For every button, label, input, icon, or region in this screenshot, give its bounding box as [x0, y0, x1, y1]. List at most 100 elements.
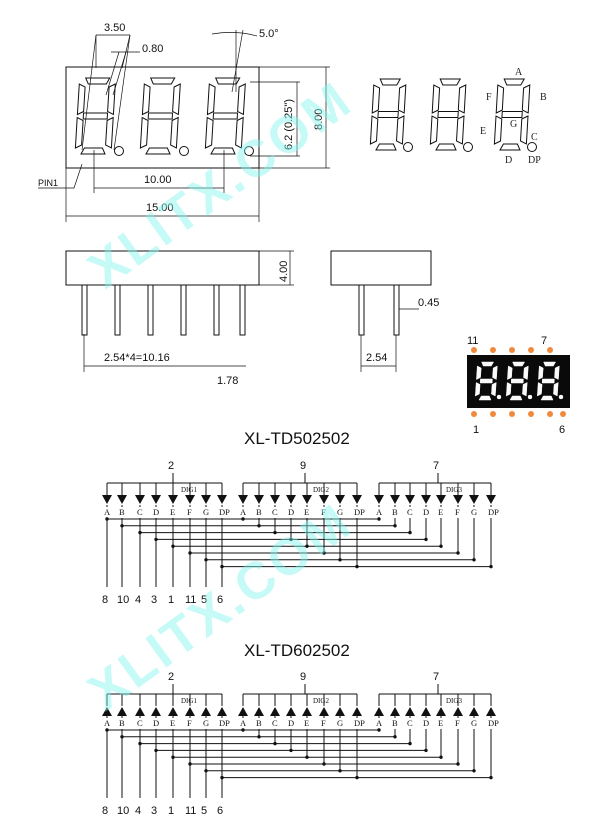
segment-g: [377, 111, 399, 118]
segment-label: F: [455, 718, 460, 728]
led-diode: [374, 495, 384, 504]
segment-c: [522, 382, 528, 397]
segment-dp: [558, 394, 564, 400]
seg-label-dp: DP: [528, 155, 541, 166]
segment-label: DP: [488, 718, 499, 728]
front-digit-1: [74, 77, 124, 156]
pin-lead-5: [213, 284, 220, 336]
segment-label: F: [321, 507, 326, 517]
segment-pin-number: 4: [135, 805, 141, 817]
segment-a: [149, 77, 176, 85]
segment-label: B: [256, 718, 262, 728]
segment-label: C: [407, 718, 413, 728]
segment-b: [237, 83, 246, 116]
dim-0-45: 0.45: [418, 297, 439, 309]
segment-label: D: [153, 718, 159, 728]
preview-top-pin-dot: [471, 347, 477, 353]
segment-label: E: [170, 507, 175, 517]
segment-label: DP: [354, 718, 365, 728]
segment-g: [147, 112, 174, 120]
led-diode: [238, 707, 248, 716]
digit-pin-number: 9: [300, 671, 306, 683]
segment-label: D: [423, 507, 429, 517]
seg-label-f: F: [486, 92, 492, 103]
segment-d: [540, 395, 554, 401]
segment-label: C: [407, 507, 413, 517]
segment-f: [371, 84, 381, 114]
segment-f: [476, 365, 482, 380]
segment-b: [397, 84, 407, 114]
segment-label: G: [337, 507, 343, 517]
segment-pin-number: 11: [185, 594, 196, 606]
digit-label: DIG1: [181, 486, 197, 494]
preview-pin-7: 7: [541, 335, 547, 347]
segment-b: [457, 84, 467, 114]
segment-label: B: [392, 507, 398, 517]
segment-label: F: [187, 718, 192, 728]
led-diode: [405, 495, 415, 504]
segment-e: [493, 115, 503, 145]
led-diode: [352, 707, 362, 716]
segment-pin-number: 11: [185, 805, 196, 817]
segment-label: A: [376, 507, 383, 517]
side-body-outline: [65, 250, 260, 286]
segment-g: [212, 112, 239, 120]
segment-dp: [463, 142, 473, 152]
led-diode: [302, 495, 312, 504]
segment-legend-view: A B C D E F G DP: [369, 67, 547, 166]
seg-label-g: G: [510, 119, 517, 130]
led-diode: [286, 495, 296, 504]
segment-pin-number: 8: [102, 594, 108, 606]
digit-label: DIG2: [313, 486, 329, 494]
segment-b: [523, 365, 529, 380]
circuit-1-title: XL-TD502502: [244, 429, 350, 448]
segment-a: [84, 77, 111, 85]
seg-label-c: C: [531, 132, 538, 143]
segment-label: DP: [354, 507, 365, 517]
end-pin-right: [393, 284, 400, 336]
led-diode: [185, 707, 195, 716]
dim-2-54: 2.54: [366, 352, 387, 364]
segment-label: DP: [219, 507, 230, 517]
led-diode: [421, 495, 431, 504]
segment-f: [206, 83, 216, 116]
segment-e: [537, 382, 543, 397]
segment-label: C: [272, 718, 278, 728]
digit-label: DIG2: [313, 697, 329, 705]
led-diode: [270, 707, 280, 716]
led-diode: [486, 707, 496, 716]
segment-g: [82, 112, 109, 120]
pin-lead-6: [239, 284, 246, 336]
segment-g: [541, 378, 555, 384]
segment-label: E: [304, 507, 309, 517]
led-diode: [254, 707, 264, 716]
segment-f: [507, 365, 513, 380]
pin-lead-4: [180, 284, 187, 336]
preview-top-pin-dot: [490, 347, 496, 353]
pin-lead-3: [147, 284, 154, 336]
legend-digit-3: [493, 78, 537, 152]
segment-c: [235, 116, 244, 149]
led-diode: [117, 495, 127, 504]
led-diode: [270, 495, 280, 504]
segment-label: E: [438, 507, 443, 517]
led-diode: [486, 495, 496, 504]
led-diode: [201, 707, 211, 716]
front-digit-2: [139, 77, 189, 156]
segment-a: [543, 361, 557, 367]
watermark-top: XLITX.COM: [78, 71, 363, 300]
segment-a: [481, 361, 495, 367]
dim-10-00: 10.00: [144, 174, 172, 186]
angle-arc: [211, 32, 258, 37]
segment-b: [107, 83, 116, 116]
segment-pin-number: 1: [168, 805, 174, 817]
segment-label: A: [240, 718, 247, 728]
pin-lead-1: [81, 284, 88, 336]
segment-label: DP: [488, 507, 499, 517]
led-diode: [217, 707, 227, 716]
led-diode: [436, 495, 446, 504]
led-diode: [453, 495, 463, 504]
